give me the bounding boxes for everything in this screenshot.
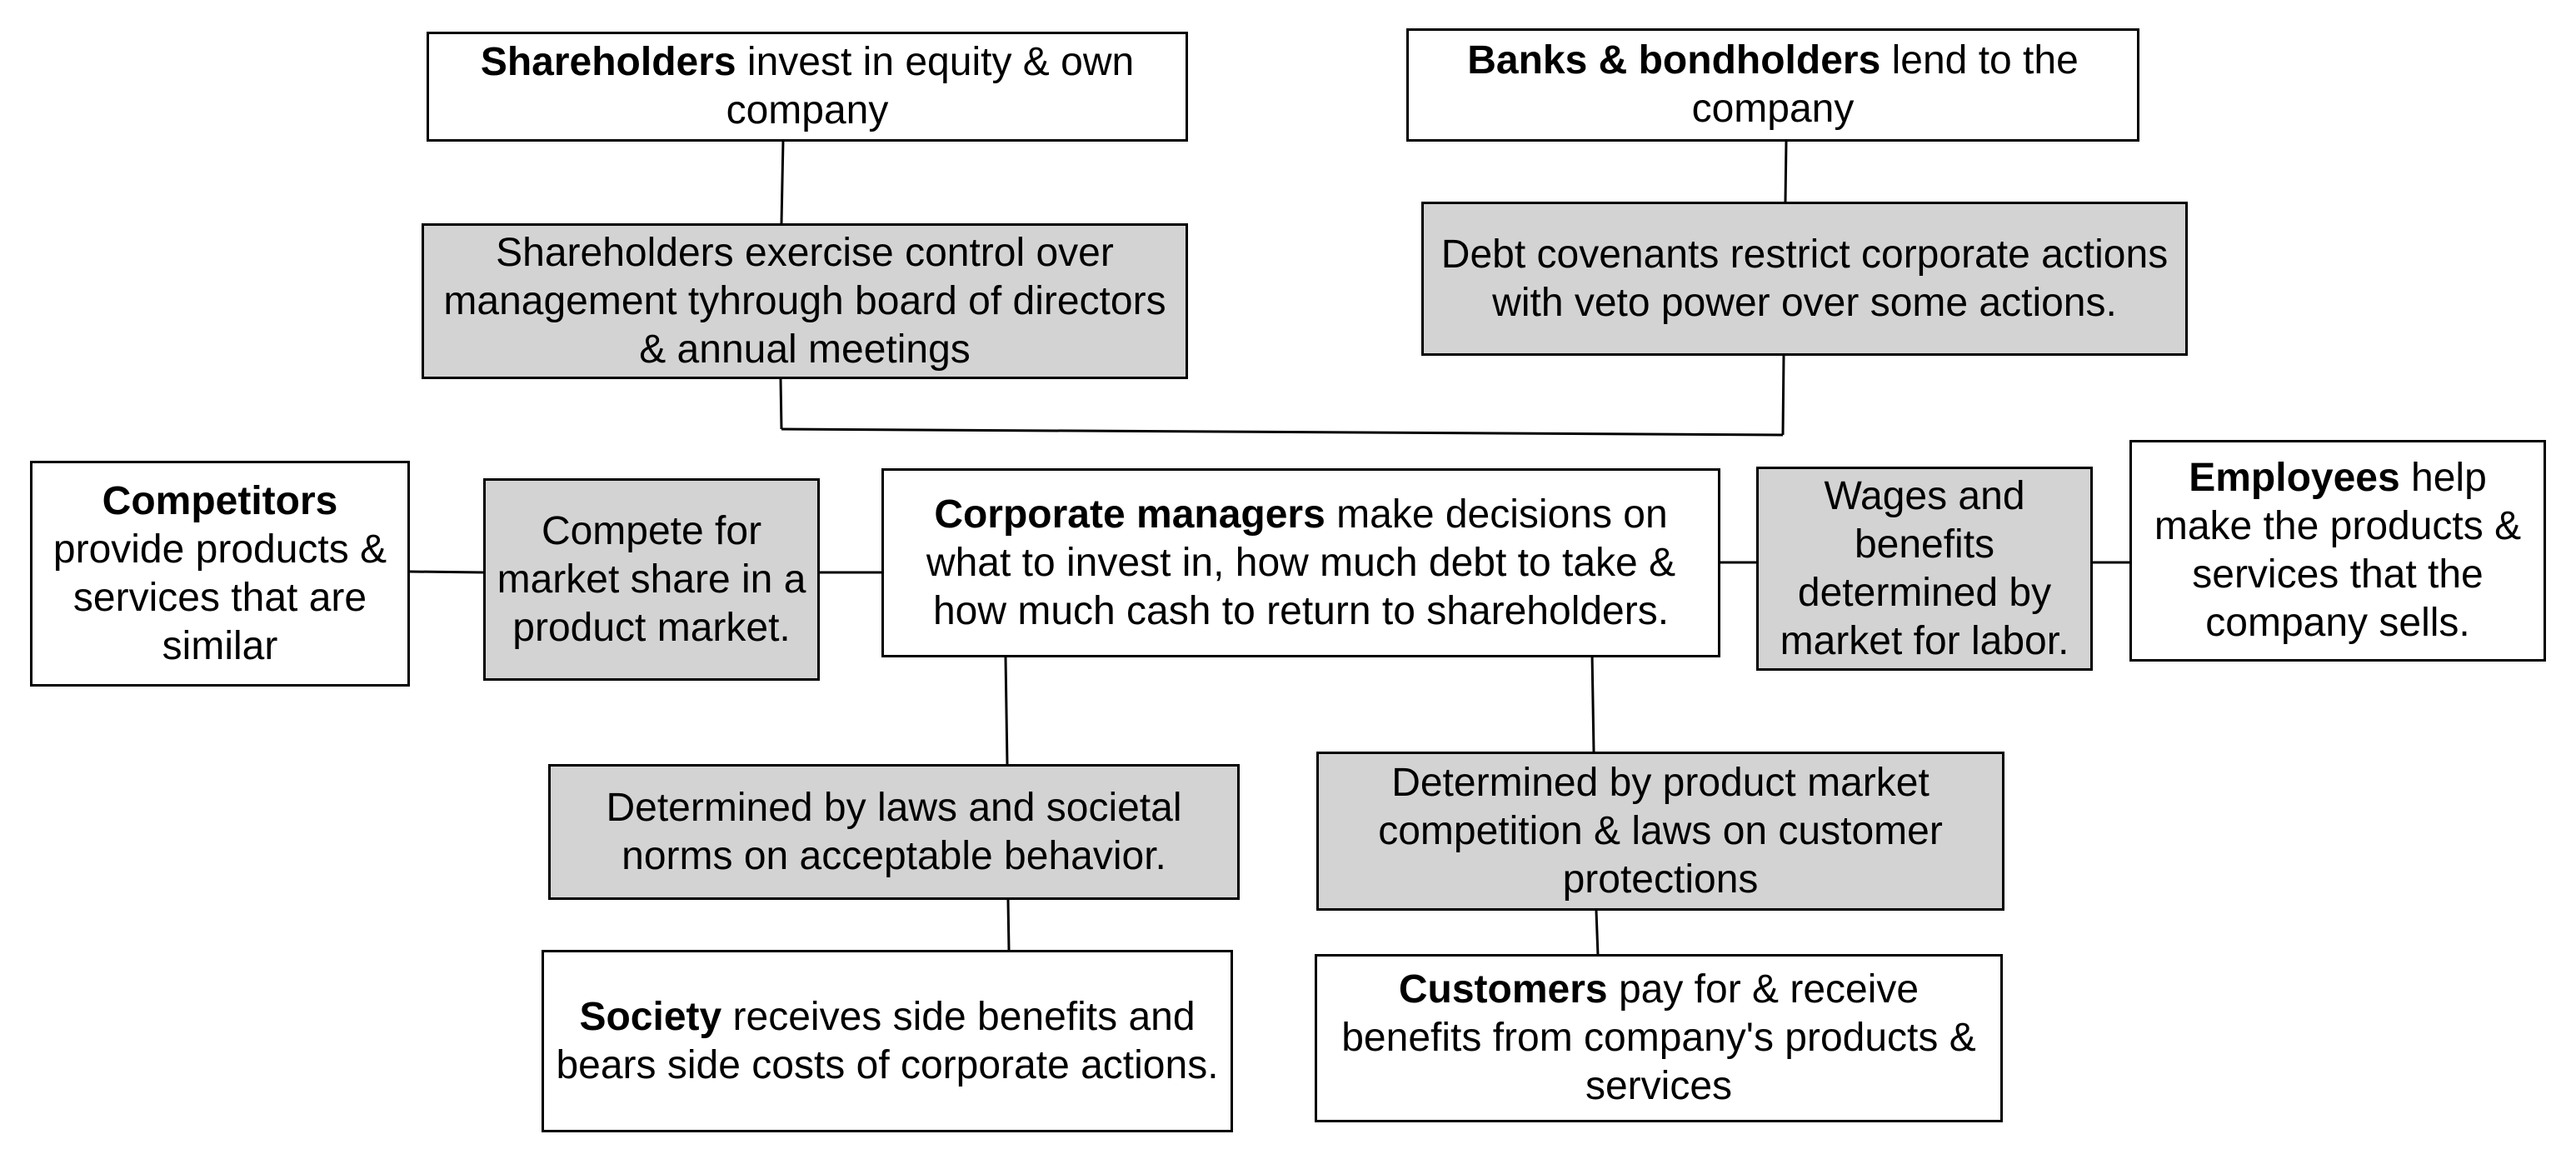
competitors-text: provide products & services that are sim… <box>52 527 387 668</box>
employees-text: help make the products & services that t… <box>2154 456 2522 645</box>
shareholders-name: Shareholders <box>480 40 736 84</box>
connector-managers-to-laws <box>1004 657 1009 765</box>
connector-shareholders-to-control <box>780 139 785 224</box>
connector-laws-to-society <box>1006 899 1011 951</box>
banks-box: Banks & bondholders lend to the company <box>1406 28 2139 142</box>
banks-text: lend to the company <box>1691 38 2079 131</box>
customers-name: Customers <box>1398 967 1608 1012</box>
managers-text: make decisions on what to invest in, how… <box>926 492 1676 633</box>
employees-box: Employees help make the products & servi… <box>2129 440 2546 662</box>
product-competition-box: Determined by product market competition… <box>1316 752 2004 911</box>
employees-name: Employees <box>2189 456 2400 500</box>
society-text: receives side benefits and bears side co… <box>556 994 1219 1087</box>
managers-name: Corporate managers <box>934 492 1325 537</box>
society-box: Society receives side benefits and bears… <box>542 950 1233 1132</box>
connector-managers-to-product <box>1590 652 1595 752</box>
banks-name: Banks & bondholders <box>1467 38 1881 82</box>
connector-banks-to-covenants <box>1784 141 1788 202</box>
connector-product-to-customers <box>1595 910 1600 957</box>
society-name: Society <box>579 994 722 1039</box>
customers-box: Customers pay for & receive benefits fro… <box>1315 954 2003 1122</box>
shareholder-control-text: Shareholders exercise control over manag… <box>443 230 1166 372</box>
connector-joining-bracket <box>781 427 1784 437</box>
laws-norms-box: Determined by laws and societal norms on… <box>548 764 1240 900</box>
shareholders-box: Shareholders invest in equity & own comp… <box>427 32 1188 142</box>
compete-market-box: Compete for market share in a product ma… <box>483 478 820 681</box>
corporate-managers-box: Corporate managers make decisions on wha… <box>881 468 1720 657</box>
shareholders-text: invest in equity & own company <box>726 40 1135 132</box>
debt-covenants-box: Debt covenants restrict corporate action… <box>1421 202 2188 356</box>
compete-market-text: Compete for market share in a product ma… <box>497 508 806 650</box>
debt-covenants-text: Debt covenants restrict corporate action… <box>1440 232 2169 325</box>
competitors-name: Competitors <box>102 478 338 523</box>
wages-text: Wages and benefits determined by market … <box>1780 473 2069 663</box>
laws-norms-text: Determined by laws and societal norms on… <box>606 785 1182 878</box>
product-competition-text: Determined by product market competition… <box>1378 760 1943 902</box>
connector-covenants-down <box>1781 355 1785 436</box>
customers-text: pay for & receive benefits from company'… <box>1341 967 1976 1108</box>
wages-box: Wages and benefits determined by market … <box>1756 467 2093 671</box>
shareholder-control-box: Shareholders exercise control over manag… <box>422 223 1188 379</box>
